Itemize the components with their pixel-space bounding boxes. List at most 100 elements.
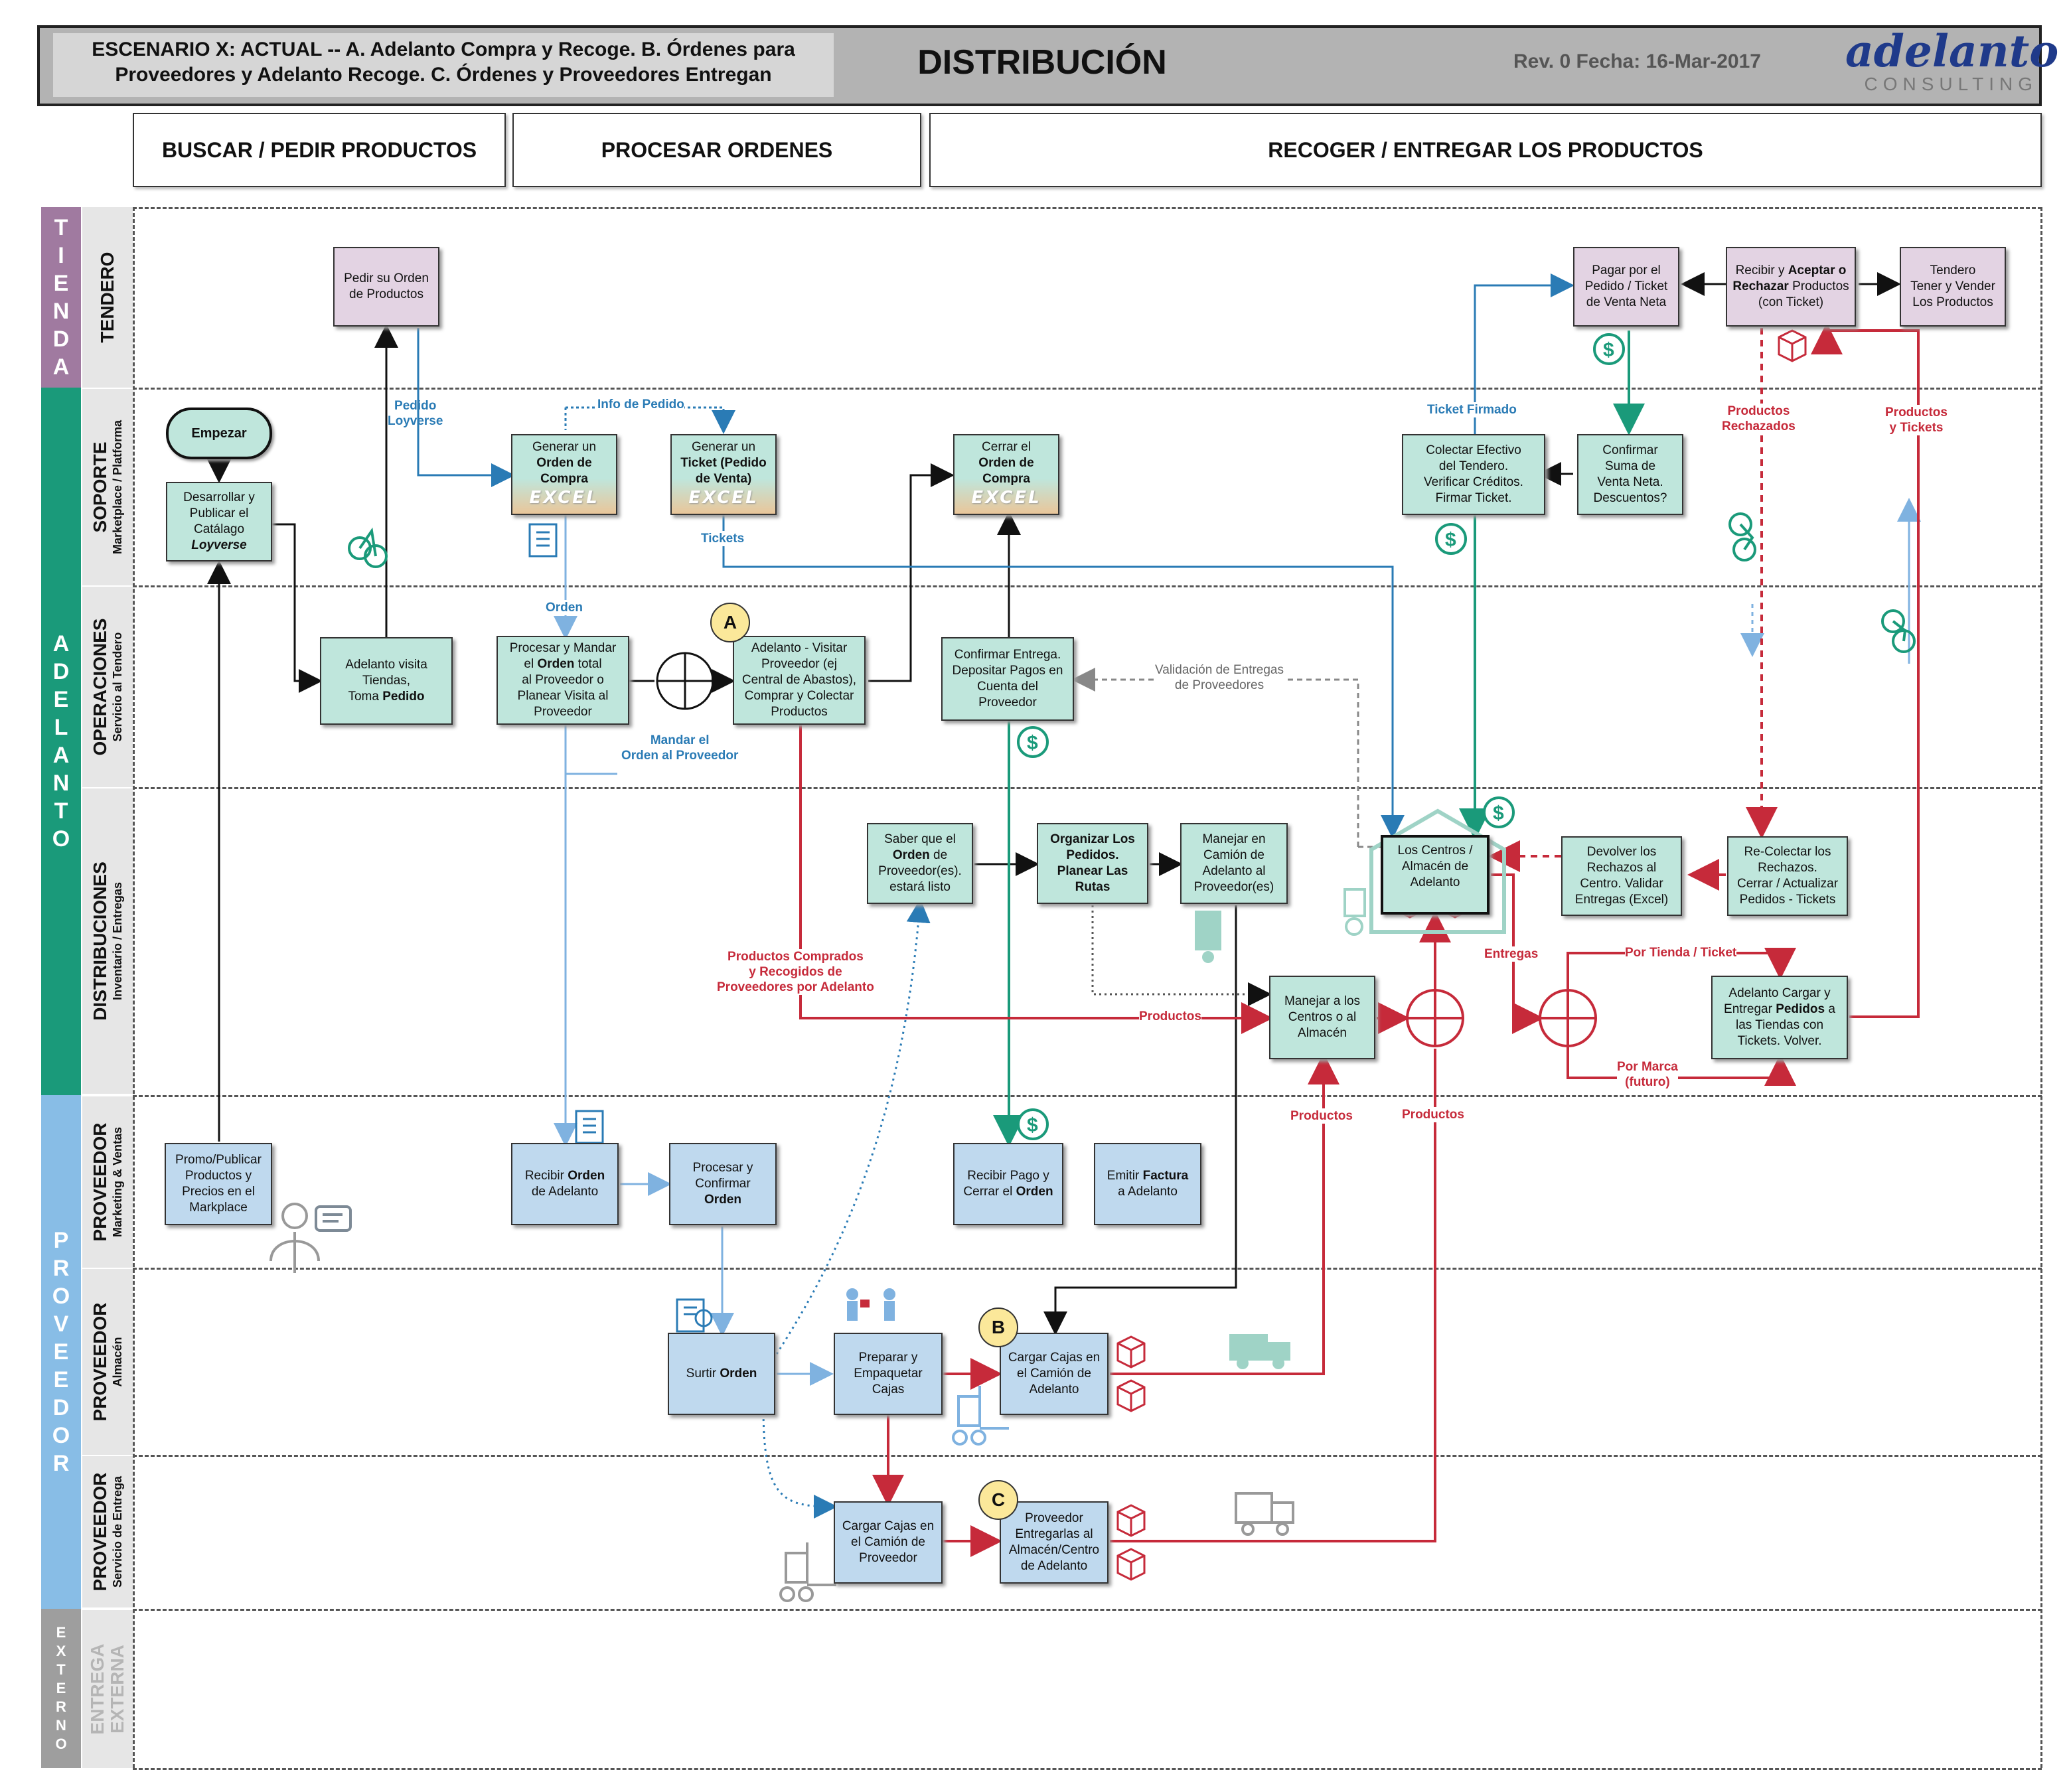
lane-group-letter: O <box>52 1423 70 1448</box>
bicycle-icon <box>1728 512 1756 561</box>
tendero-vender-box: Tendero Tener y Vender Los Productos <box>1900 247 2006 327</box>
box-text-bold: Orden <box>720 1367 757 1381</box>
box-text: Depositar Pagos en <box>952 664 1063 678</box>
box-text: Proveedor <box>1025 1511 1083 1525</box>
box-text: Almacén/Centro <box>1008 1543 1100 1557</box>
label-tickets: Tickets <box>701 531 745 546</box>
lane-separator <box>133 388 2042 390</box>
box-text: Pedidos - Tickets <box>1739 893 1836 907</box>
label-line: Loyverse <box>388 414 443 428</box>
label-ticket-firmado: Ticket Firmado <box>1427 402 1517 417</box>
lane-group-letter: D <box>52 327 70 352</box>
lane-group-letter: E <box>56 1624 66 1641</box>
adelanto-visitar-proveedor-box: Adelanto - Visitar Proveedor (ej Central… <box>733 636 866 725</box>
box-text-bold: Pedidos <box>1776 1002 1825 1016</box>
box-text: Cerrar el <box>963 1185 1016 1199</box>
phase-procesar: PROCESAR ORDENES <box>512 113 921 187</box>
label-line: Mandar el <box>650 733 710 747</box>
promo-publicar-box: Promo/Publicar Productos y Precios en el… <box>165 1143 272 1225</box>
generar-orden-compra-box: Generar un Orden de Compra EXCEL <box>511 434 617 515</box>
box-text: Empaquetar <box>854 1367 923 1381</box>
procesar-mandar-box: Procesar y Mandar el Orden total al Prov… <box>497 636 629 725</box>
box-text: al Proveedor o <box>522 673 604 687</box>
logo-subtitle: CONSULTING <box>1864 74 2038 94</box>
organizar-pedidos-box: Organizar Los Pedidos. Planear Las Rutas <box>1037 823 1148 904</box>
lane-group-letter: A <box>52 631 70 656</box>
box-text: Emitir <box>1107 1169 1143 1183</box>
box-text: Devolver los <box>1586 845 1657 859</box>
box-text: Entregas (Excel) <box>1574 893 1669 907</box>
lane-border-left <box>133 207 135 1768</box>
box-text: del Tendero. <box>1438 459 1509 473</box>
lane-group-letter: D <box>52 659 70 684</box>
confirmar-suma-box: Confirmar Suma de Venta Neta. Descuentos… <box>1577 434 1683 515</box>
box-text: Confirmar Entrega. <box>954 648 1061 662</box>
box-text: Entregar <box>1724 1002 1776 1016</box>
empezar-start: Empezar <box>166 408 272 459</box>
svg-text:$: $ <box>1027 1114 1038 1136</box>
box-text: de <box>929 848 948 862</box>
bicycle-icon <box>1881 609 1916 653</box>
box-text-bold: Aceptar o <box>1788 263 1847 277</box>
dollar-icon: $ <box>1017 1108 1049 1140</box>
pagar-box: Pagar por el Pedido / Ticket de Venta Ne… <box>1573 247 1679 327</box>
lane-group-letter: E <box>53 1367 69 1392</box>
box-text: a <box>1825 1002 1835 1016</box>
scenario-line-1: ESCENARIO X: ACTUAL -- A. Adelanto Compr… <box>92 38 795 60</box>
desarrollar-catalogo-box: Desarrollar y Publicar el Catálago Loyve… <box>166 482 272 561</box>
box-text: de Adelanto <box>1020 1559 1088 1573</box>
lane-group-letter: V <box>53 1311 69 1337</box>
box-text: Cuenta del <box>977 680 1038 694</box>
badge-b: B <box>978 1307 1018 1347</box>
box-text: Generar un <box>691 440 756 454</box>
lane-group-letter: N <box>52 771 70 796</box>
badge-c: C <box>978 1480 1018 1520</box>
lane-group-letter: A <box>52 743 70 768</box>
label-line: Orden al Proveedor <box>621 749 739 763</box>
box-text: Cerrar / Actualizar <box>1736 877 1839 891</box>
box-text: Cargar Cajas en <box>842 1519 935 1533</box>
box-text-bold: Planear Las <box>1057 864 1128 878</box>
box-text: Recibir y <box>1735 263 1788 277</box>
box-text: Publicar el <box>189 506 249 520</box>
box-text: estará listo <box>889 880 951 894</box>
box-text-bold: Organizar Los <box>1050 832 1135 846</box>
lane-separator <box>133 787 2042 789</box>
box-text: Rechazos al <box>1586 861 1657 875</box>
lane-group-letter: R <box>52 1256 70 1281</box>
box-icon <box>1116 1335 1146 1369</box>
lane-group-letter: R <box>52 1451 70 1476</box>
lane-separator <box>133 1455 2042 1457</box>
cerrar-orden-compra-box: Cerrar el Orden de Compra EXCEL <box>953 434 1059 515</box>
svg-text:$: $ <box>1603 339 1614 361</box>
label-info-pedido: Info de Pedido <box>597 397 684 412</box>
box-text: Adelanto - Visitar <box>751 641 848 655</box>
label-mandar-orden: Mandar el Orden al Proveedor <box>621 733 739 763</box>
lane-group-letter: N <box>56 1717 66 1734</box>
lane-group-letter: O <box>55 1736 67 1752</box>
box-text: Recibir Pago y <box>967 1169 1049 1183</box>
lane-border-bottom <box>133 1768 2042 1770</box>
label-line: (futuro) <box>1625 1075 1670 1089</box>
box-text: a Adelanto <box>1118 1185 1178 1199</box>
label-line: y Tickets <box>1889 421 1944 435</box>
scenario-line-2: Proveedores y Adelanto Recoge. C. Órdene… <box>115 64 772 86</box>
svg-text:$: $ <box>1493 802 1504 824</box>
box-text: Central de Abastos), <box>741 673 857 687</box>
truck-icon <box>1229 1334 1290 1369</box>
box-text: Centros o al <box>1288 1010 1357 1024</box>
label-line: Validación de Entregas <box>1155 663 1284 677</box>
box-text-bold: Factura <box>1142 1169 1189 1183</box>
phase-recoger: RECOGER / ENTREGAR LOS PRODUCTOS <box>929 113 2042 187</box>
lane-group-letter: I <box>58 243 64 268</box>
box-text: de Productos <box>349 287 423 301</box>
label-por-tienda: Por Tienda / Ticket <box>1625 945 1737 960</box>
box-text: Proveedor(es) <box>1193 880 1274 894</box>
